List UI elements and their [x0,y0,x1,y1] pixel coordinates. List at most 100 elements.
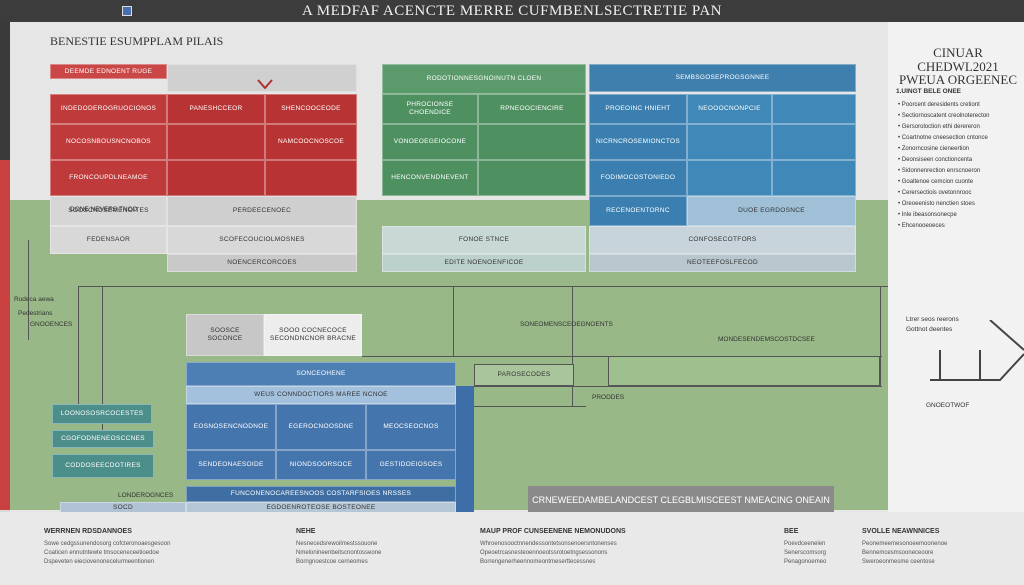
right-arrow-icon [930,319,1024,400]
middle-box-right-l2: SECONDNCNOR BRACNE [270,335,356,342]
connector [78,286,79,406]
footer-line: Nesnecedsrewoilmestssouone [296,541,378,547]
footer [0,512,1024,585]
footer-line: Senerscomsorg [784,550,827,556]
footer-text: Whroenosooctnnendessontetsonsenoersntone… [480,540,617,567]
footer-heading: SVOLLE NEAWNNICES [862,528,940,535]
right-panel-item: • Oreoeenisto nenctien stoes [898,201,975,207]
red-row-1: INDEDODEROGRUOCIONOS [50,94,167,124]
footer-line: Coaticen ennutntewte tmsoceneceetioedoe [44,550,160,556]
blue-table-sub: WEUS CONNDOCTIORS MAREE NCNOE [186,386,456,404]
blue-row-1: PROEOINC HNIEHT [589,94,687,124]
middle-box-left-l1: SOOSCE [210,327,240,335]
right-section-label: 1.UINGT BELE ONEE [896,88,962,95]
left-bottom-label: LONDEROGNCES [118,492,174,499]
footer-heading: MAUP PROF CUNSEENENE NEMONUDONS [480,528,626,535]
green-block-header: RODOTIONNESGNOINUTN CLOEN [382,64,586,94]
green-lower-2: EDITE NOENOENFICOE [382,254,586,272]
right-title-line-1: CINUAR CHEDWL2021 [917,45,999,74]
blue-col2-row1: NEOOOCNONPCIE [687,94,772,124]
left-teal-1: LOONOSOSRCOCESTES [52,404,152,424]
footer-line: Dspeveten eieciovenonecelurmeentionen [44,559,155,565]
blue-col3-row1 [772,94,856,124]
left-dark-strip [0,22,10,160]
red-col3-row2: NAMCOOCNOSCOE [265,124,357,160]
red-lower-left: FEDENSAOR [50,226,167,254]
blue-col2-row2 [687,124,772,160]
red-col2-row3 [167,160,265,196]
red-col3-row1: SHENCOOCEODE [265,94,357,124]
middle-box-left: SOOSCE SOCONCE [186,314,264,356]
right-panel-item: • Coartnotne cneesection cntonce [898,135,988,141]
footer-line: Peonemeemesonoeemoonenoe [862,541,948,547]
right-title-line-2: PWEUA ORGEENEC [898,72,1018,88]
middle-box-left-l2: SOCONCE [207,335,243,342]
green-col2-row3 [478,160,586,196]
red-header-fill [167,64,357,92]
blue-col2-row3 [687,160,772,196]
green-col2-row1: RPNEOOCIENCIRE [478,94,586,124]
red-col2-row2 [167,124,265,160]
left-label-2: Pedestrians [18,310,53,317]
left-teal-2: CGOFODNENEOSCCNES [52,430,154,448]
middle-sub2: PRODDES [592,394,625,401]
right-panel-item: • Poorcent deresidents cretiont [898,102,980,108]
footer-line: Borrengenerheennomeontmeserttecessnes [480,559,596,565]
red-col2-row1: PANESHCCEOR [167,94,265,124]
green-col2-row2 [478,124,586,160]
connector [28,240,29,340]
middle-right-label: MONDESENDEMSCOSTDCSEE [718,336,815,343]
red-lower-2: SCOFECOUCIOLMOSNES [167,226,357,254]
right-panel-item: • Gersoroloction ethi derereron [898,124,980,130]
blue-lower-2: NEOTEEFOSLFECOD [589,254,856,272]
right-panel-item: • Goaltenoe cemcion cuonte [898,179,974,185]
blue-row-2: NICRNCROSEMIONCTOS [589,124,687,160]
middle-box-right: SOOO COCNECOCE SECONDNCNOR BRACNE [264,314,362,356]
blue-row-4: RECENOENTORNC [589,196,687,226]
footer-line: Bennemcesmsooneceoore [862,550,934,556]
footer-line: Sowe cedgssunendosorg cofcteronoaesgesoo… [44,541,171,547]
footer-line: Penagonoemeo [784,559,827,565]
blue-block-header: SEMBSGOSEPROGSGNNEE [589,64,856,92]
red-row-3: FRONCOUPDLNEAMOE [50,160,167,196]
red-block-header: DEEMDE EDNOENT RUGE [50,64,167,79]
red-lower-3: NOENCERCORCOES [167,254,357,272]
right-bottom-label: GNOEOTWOF [926,402,970,409]
footer-heading: NEHE [296,528,316,535]
green-row-2: VONOEOEGEIOCONE [382,124,478,160]
right-panel-title: CINUAR CHEDWL2021 PWEUA ORGEENEC [892,46,1024,87]
right-panel-item: • Inle ibeasonsonecpe [898,212,957,218]
blue-table-r1c3: MEOCSEOCNOS [366,404,456,450]
connector [78,286,888,287]
blue-table-r2c2: NIONDSOORSOCE [276,450,366,480]
footer-line: Poevdceenelen [784,541,826,547]
blue-row-3: FODIMOCOSTONIEDO [589,160,687,196]
right-panel-item: • Sidonnenrection enrscnoeron [898,168,981,174]
blue-table-r1c2: EGEROCNOOSDNE [276,404,366,450]
red-chevron-icon [257,76,273,90]
green-row-3: HENCONVENDNEVENT [382,160,478,196]
right-panel-item: • Ehcenooeoeces [898,223,945,229]
red-col3-row3 [265,160,357,196]
connector [453,286,454,356]
right-bottom-l1: Ltrer seos reerons [906,316,959,323]
blue-lower-1: CONFOSECOTFORS [589,226,856,254]
logo-mark [122,6,132,16]
blue-col3-row3 [772,160,856,196]
left-label-3: GNOOENCES [30,321,73,328]
middle-box-right-l1: SOOO COCNECOCE [279,327,347,335]
blue-table-r2c1: SENDEONAESOIDE [186,450,276,480]
blue-table-r1c1: EOSNOSENCNODNOE [186,404,276,450]
footer-line: Nmelonineenbeitscnontosseone [296,550,382,556]
footer-heading: WERRNEN RDSDANNOES [44,528,132,535]
footer-line: Opeoetrcasnesteoennoeotssrotoetngsessono… [480,550,608,556]
red-lower-1: PERDEECENOEC [167,196,357,226]
left-red-strip [0,160,10,510]
right-panel-item: • Cerersectiois ovetonnrooc [898,190,972,196]
red-row-2: NOCOSNBOUSNCNOBOS [50,124,167,160]
middle-sub1: PAROSECODES [474,364,574,386]
footer-line: Borngnoestcoe cerneomes [296,559,368,565]
red-row-4: SOOSCNDSEMENOITES [50,196,167,226]
right-panel-item: • Zonorncosine cieneertion [898,146,970,152]
footer-heading: BEE [784,528,799,535]
